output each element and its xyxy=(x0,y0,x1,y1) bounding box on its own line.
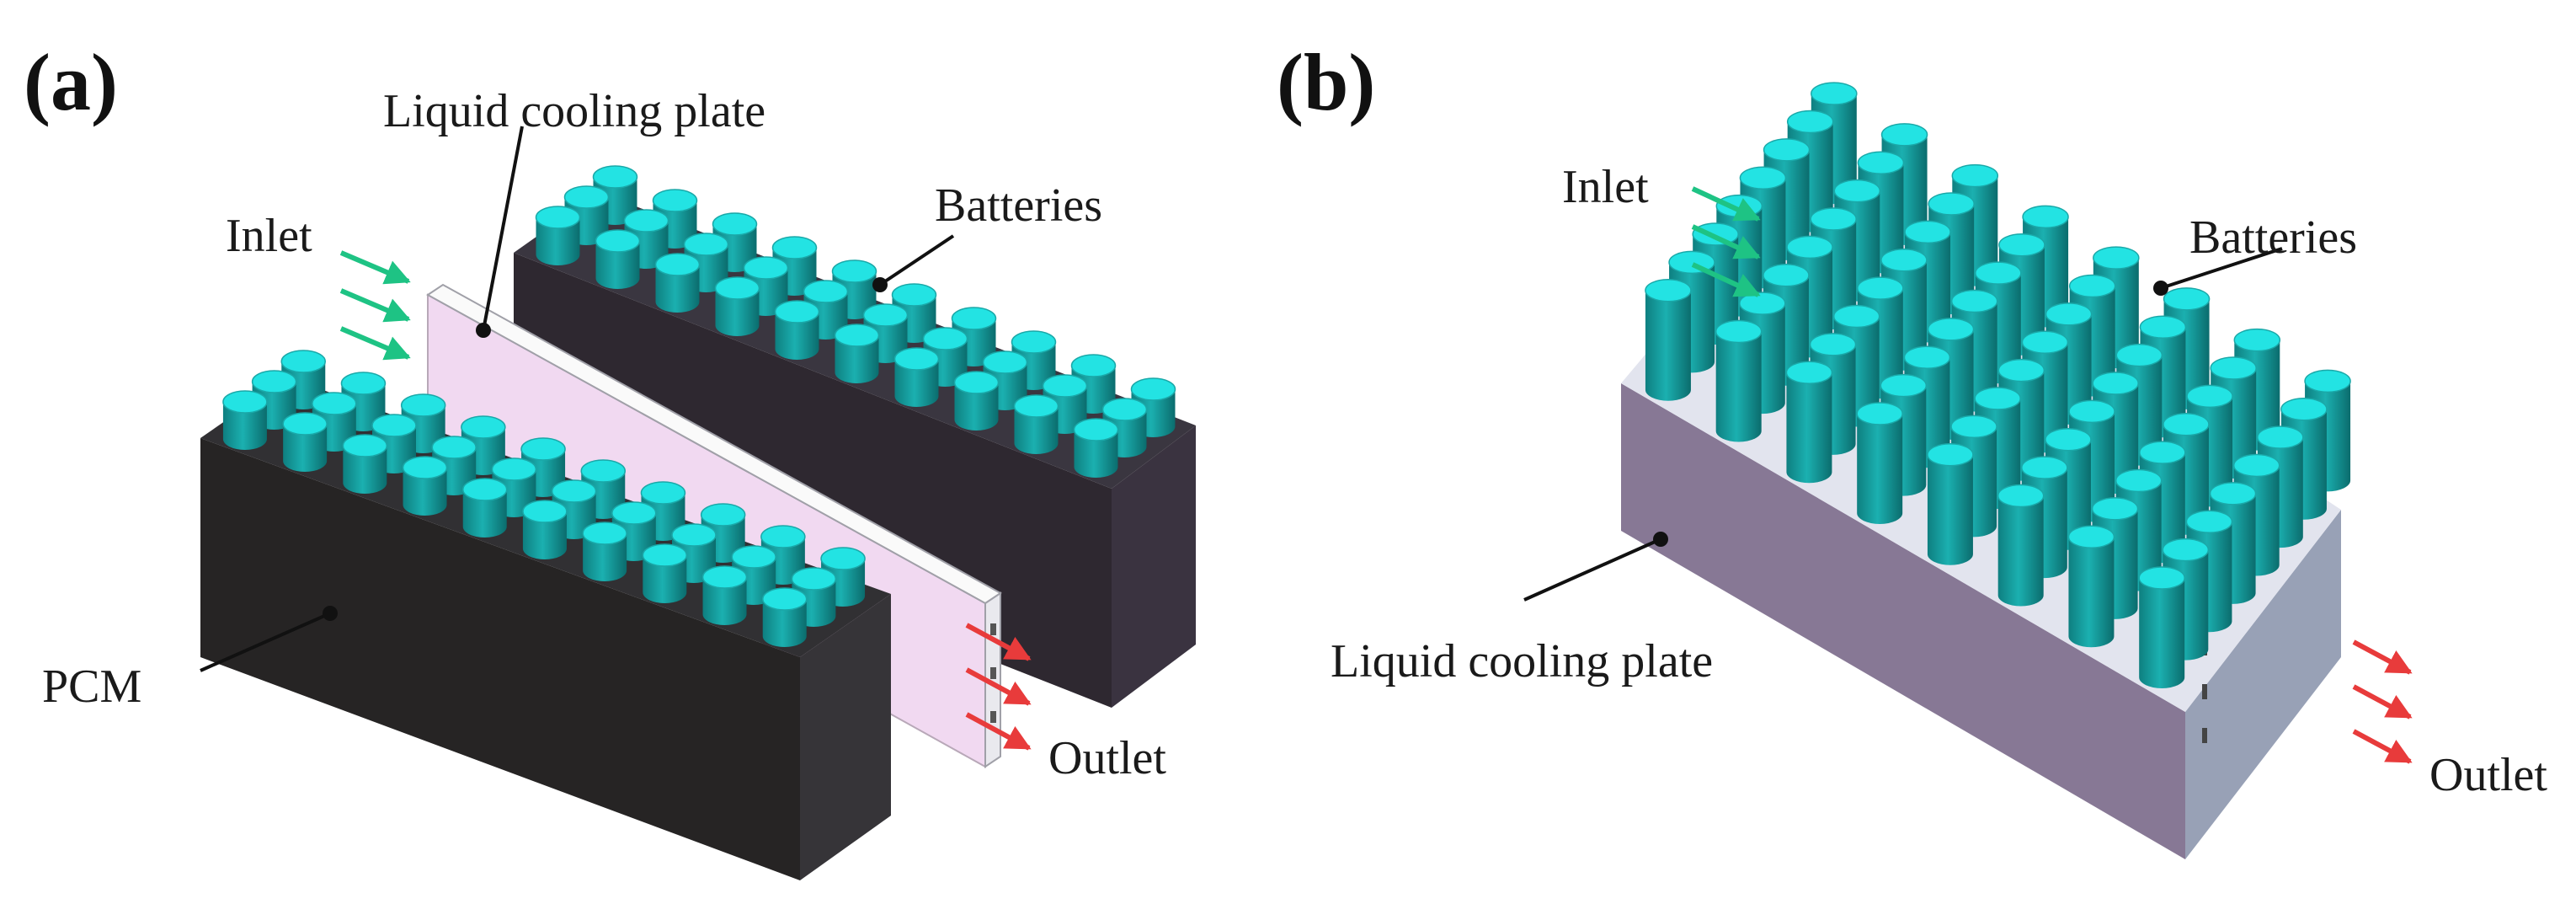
label-batteries-b: Batteries xyxy=(2189,211,2357,264)
outlet-arrows-a xyxy=(965,623,1032,751)
battery-cell xyxy=(582,522,627,581)
label-outlet-b: Outlet xyxy=(2429,749,2547,801)
battery-cell xyxy=(535,206,581,265)
battery-cell xyxy=(595,229,641,290)
battery-cell xyxy=(774,300,820,360)
battery-cell xyxy=(701,565,748,625)
battery-cell xyxy=(1715,319,1763,442)
panel-a-tag: (a) xyxy=(24,37,118,127)
panel-b: (b) Inlet Batteries Liquid cooling plate… xyxy=(1277,37,2547,859)
battery-cell xyxy=(1073,418,1119,478)
battery-cell xyxy=(461,478,508,538)
leader-plate-b-dot xyxy=(1653,532,1668,547)
leader-plate-b xyxy=(1523,538,1661,602)
battery-cell xyxy=(893,347,940,407)
battery-array-b xyxy=(1645,82,2351,688)
battery-cell xyxy=(1013,394,1059,454)
label-inlet-a: Inlet xyxy=(226,210,312,262)
label-liquid-cooling-plate-a: Liquid cooling plate xyxy=(383,85,765,137)
leader-pcm-dot xyxy=(323,606,338,621)
battery-cell xyxy=(431,436,477,495)
leader-batteries-a xyxy=(878,234,955,286)
battery-cell xyxy=(1856,402,1903,524)
battery-cell xyxy=(2067,525,2115,648)
panel-b-tag: (b) xyxy=(1277,37,1375,127)
battery-cell xyxy=(282,412,328,472)
leader-pcm xyxy=(200,612,331,672)
battery-array-front xyxy=(222,350,866,647)
leader-batteries-a-dot xyxy=(872,277,888,292)
battery-cell xyxy=(1130,377,1176,437)
label-outlet-a: Outlet xyxy=(1048,732,1166,784)
leader-plate-a xyxy=(482,126,524,331)
battery-cell xyxy=(371,414,417,473)
panel-a: (a) Liquid cooling plate Inlet Batteries… xyxy=(24,37,1196,880)
battery-cell xyxy=(2138,566,2185,688)
leader-batteries-b xyxy=(2160,247,2283,290)
inlet-arrows-b xyxy=(1691,186,1761,297)
label-pcm: PCM xyxy=(42,661,141,713)
battery-cell xyxy=(761,587,808,647)
inlet-arrows-a xyxy=(339,250,411,361)
leader-batteries-b-dot xyxy=(2153,281,2168,296)
label-liquid-cooling-plate-b: Liquid cooling plate xyxy=(1331,635,1713,687)
battery-cell xyxy=(522,500,568,559)
battery-cell xyxy=(642,543,688,603)
battery-cell xyxy=(312,392,357,452)
label-inlet-b: Inlet xyxy=(1562,161,1649,213)
label-batteries-a: Batteries xyxy=(935,179,1102,232)
battery-cell xyxy=(654,253,701,313)
battery-cell xyxy=(1785,361,1833,484)
battery-cell xyxy=(1997,484,2045,607)
battery-cell xyxy=(834,324,880,383)
battery-cell xyxy=(402,456,448,516)
battery-cell xyxy=(1927,442,1974,565)
battery-cell xyxy=(1645,278,1692,401)
battery-cell xyxy=(953,371,1000,431)
outlet-arrows-b xyxy=(2352,639,2413,764)
battery-array-back xyxy=(535,165,1176,478)
battery-cell xyxy=(714,276,760,336)
battery-cell xyxy=(222,390,268,450)
battery-cell xyxy=(342,434,388,494)
leader-plate-a-dot xyxy=(476,323,491,338)
